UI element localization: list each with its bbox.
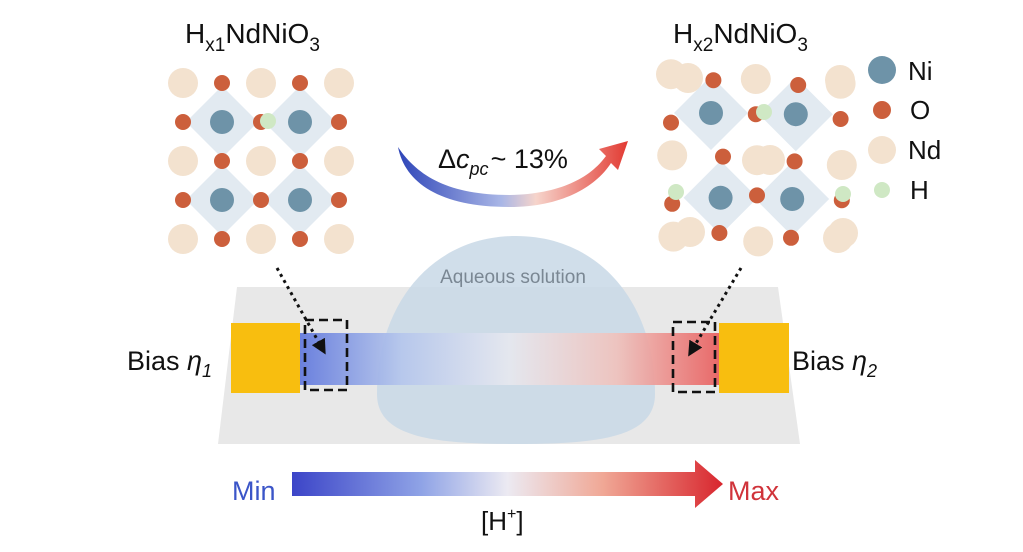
o-atom bbox=[175, 114, 191, 130]
nd-atom bbox=[675, 217, 705, 247]
o-atom bbox=[292, 75, 308, 91]
legend-h-label: H bbox=[910, 175, 929, 205]
nd-atom bbox=[823, 223, 853, 253]
ni-atom bbox=[780, 187, 805, 211]
nd-atom bbox=[246, 68, 276, 98]
scale-max-label: Max bbox=[728, 476, 780, 506]
bias-left-label: Bias η1 bbox=[127, 346, 212, 381]
o-atom bbox=[292, 153, 308, 169]
solution-label: Aqueous solution bbox=[440, 267, 586, 288]
o-atom bbox=[175, 192, 191, 208]
o-atom bbox=[331, 192, 347, 208]
legend-ni-label: Ni bbox=[908, 56, 933, 86]
o-atom bbox=[790, 77, 807, 93]
o-atom bbox=[214, 153, 230, 169]
bias-right-label: Bias η2 bbox=[792, 346, 877, 381]
ni-atom bbox=[210, 110, 234, 134]
electrode-left bbox=[231, 323, 300, 393]
o-atom bbox=[214, 231, 230, 247]
nd-atom bbox=[673, 63, 703, 93]
electrode-right bbox=[719, 323, 789, 393]
ni-atom bbox=[708, 185, 733, 210]
o-atom bbox=[715, 148, 731, 165]
o-atom bbox=[663, 114, 679, 131]
transition-label: Δcpc~ 13% bbox=[438, 144, 568, 179]
o-atom bbox=[292, 231, 308, 247]
nd-atom bbox=[168, 224, 198, 254]
nd-atom bbox=[246, 224, 276, 254]
highlight-box-right bbox=[671, 320, 717, 394]
ni-atom bbox=[699, 101, 723, 125]
formula-left: Hx1NdNiO3 bbox=[185, 18, 320, 56]
ni-atom bbox=[783, 102, 808, 127]
formula-right: Hx2NdNiO3 bbox=[673, 18, 808, 56]
legend-o-marker bbox=[873, 101, 891, 119]
nd-atom bbox=[825, 65, 855, 95]
o-atom bbox=[331, 114, 347, 130]
h-atom bbox=[835, 186, 851, 202]
lattice-right bbox=[656, 59, 858, 257]
concentration-scale-arrow bbox=[292, 460, 723, 508]
o-atom bbox=[253, 192, 269, 208]
scale-quantity-label: [H+] bbox=[481, 506, 524, 536]
ni-atom bbox=[288, 110, 312, 134]
h-atom bbox=[756, 104, 772, 120]
nd-atom bbox=[743, 226, 774, 257]
nd-atom bbox=[246, 146, 276, 176]
nd-atom bbox=[324, 224, 354, 254]
lattice-left bbox=[168, 68, 354, 254]
nd-atom bbox=[168, 68, 198, 98]
pointer-arrow-right bbox=[688, 267, 743, 357]
ni-atom bbox=[210, 188, 234, 212]
legend-nd-marker bbox=[868, 136, 896, 164]
h-atom bbox=[260, 113, 276, 129]
o-atom bbox=[711, 225, 728, 241]
o-atom bbox=[705, 72, 722, 89]
ni-atom bbox=[288, 188, 312, 212]
o-atom bbox=[749, 187, 765, 204]
transition-curve bbox=[398, 141, 628, 207]
nd-atom bbox=[168, 146, 198, 176]
nd-atom bbox=[324, 68, 354, 98]
nd-atom bbox=[740, 64, 771, 94]
o-atom bbox=[214, 75, 230, 91]
nd-atom bbox=[826, 150, 857, 180]
scale-min-label: Min bbox=[232, 476, 276, 506]
o-atom bbox=[783, 229, 799, 246]
legend: Ni O Nd H bbox=[868, 56, 941, 205]
legend-o-label: O bbox=[910, 95, 930, 125]
legend-nd-label: Nd bbox=[908, 135, 941, 165]
o-atom bbox=[832, 111, 849, 127]
pointer-arrow-left bbox=[275, 267, 326, 355]
channel bbox=[294, 333, 724, 385]
nd-atom bbox=[657, 140, 688, 171]
legend-ni-marker bbox=[868, 56, 896, 84]
nd-atom bbox=[755, 145, 785, 175]
legend-h-marker bbox=[874, 182, 890, 198]
highlight-box-left bbox=[303, 318, 349, 392]
h-atom bbox=[668, 184, 684, 200]
o-atom bbox=[786, 153, 803, 170]
nd-atom bbox=[324, 146, 354, 176]
